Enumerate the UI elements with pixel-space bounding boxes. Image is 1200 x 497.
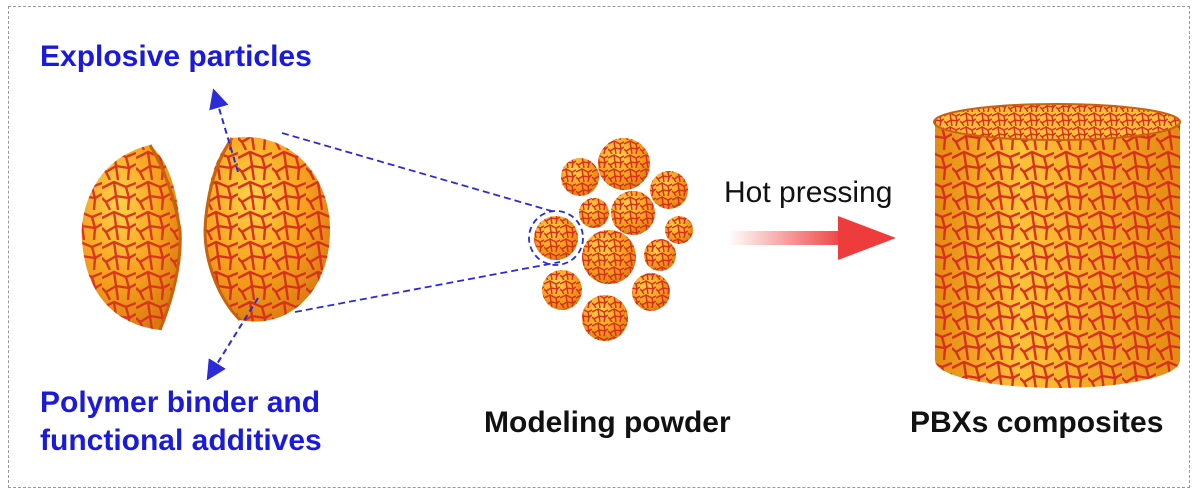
particle-left-half [81, 144, 182, 331]
powder-granule [650, 171, 688, 209]
explosive-particles-label: Explosive particles [40, 40, 312, 73]
arrow-to-explosive-label [209, 88, 239, 173]
dashed-frame [8, 6, 1190, 488]
binder-label-line1: Polymer binder and [40, 386, 321, 419]
zoom-guide-bottom [294, 261, 561, 313]
hot-pressing-arrow [728, 216, 896, 260]
powder-granule [598, 138, 650, 190]
powder-granule [582, 295, 628, 341]
powder-granule [582, 230, 636, 284]
particle-right-half [203, 137, 330, 322]
powder-granule [611, 191, 655, 235]
modeling-powder-cluster [528, 138, 693, 341]
modeling-powder-label: Modeling powder [484, 406, 731, 439]
binder-label-line2: functional additives [40, 424, 322, 457]
hot-pressing-label: Hot pressing [724, 176, 893, 209]
powder-granule [644, 239, 676, 271]
powder-granule [542, 270, 582, 310]
pbx-composites-label: PBXs composites [910, 406, 1164, 439]
zoom-guide-top [281, 132, 556, 213]
powder-granule [561, 158, 599, 196]
powder-granule [665, 216, 693, 244]
powder-granule [632, 273, 670, 311]
powder-granule [579, 198, 609, 228]
arrow-to-binder-label [206, 297, 259, 381]
powder-granule-highlighted [528, 210, 584, 266]
pbx-cylinder [933, 103, 1181, 388]
